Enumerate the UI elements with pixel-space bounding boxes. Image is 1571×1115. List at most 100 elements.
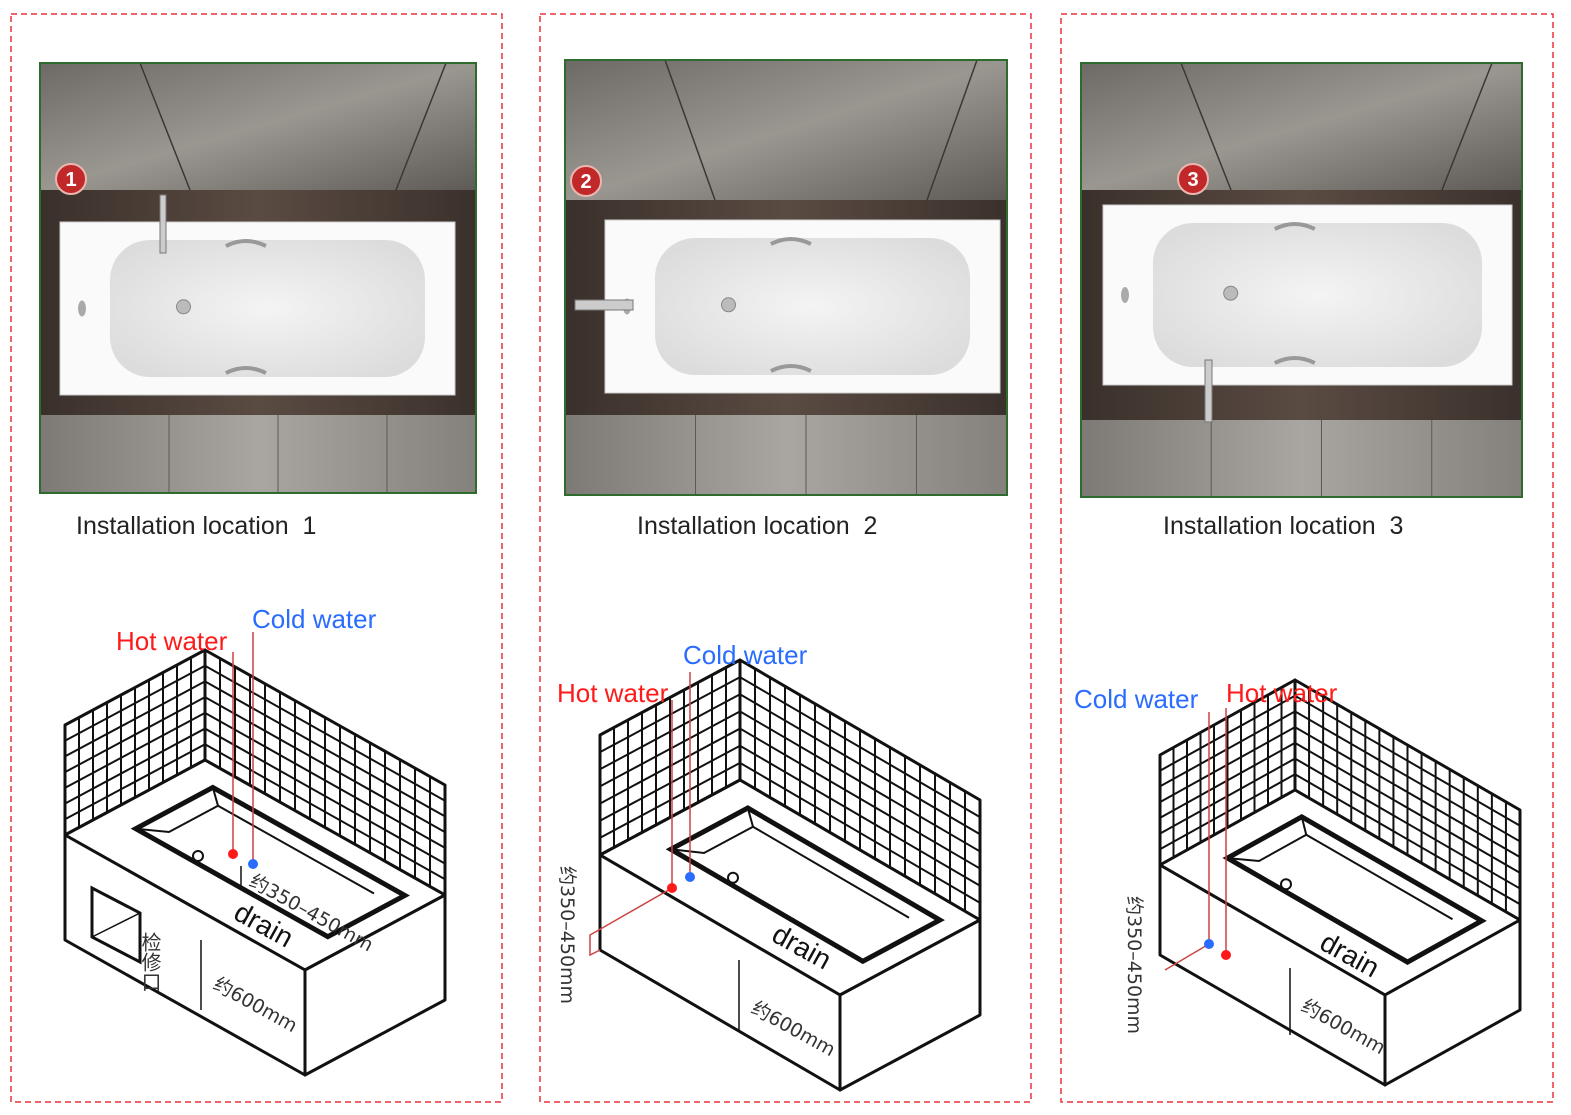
ceiling-tiles [40, 63, 476, 190]
drain-icon [727, 871, 739, 884]
wall-tile-line [599, 693, 981, 836]
hot-water-point [228, 849, 238, 859]
wall-tile-line [64, 696, 446, 834]
photo-frame [564, 59, 1008, 496]
tub-inner-edge [752, 825, 910, 919]
cold-water-point [685, 872, 695, 882]
ceiling-tiles [565, 60, 1007, 200]
cold-water-label-2: Cold water [683, 640, 808, 670]
handle [770, 237, 812, 246]
faucet [159, 194, 167, 254]
cold-water-point [1204, 939, 1214, 949]
tub-inner-edge [135, 787, 220, 834]
floor-tiles [565, 415, 1007, 495]
cold-water-point [248, 859, 258, 869]
ceiling-tiles [1081, 63, 1522, 190]
hot-water-point [1221, 950, 1231, 960]
wall-tile-line [599, 744, 981, 887]
location-badge-1: 1 [55, 163, 87, 195]
cold-water-label-3: Cold water [1074, 684, 1199, 714]
dimension-arrows-1 [200, 866, 242, 1010]
handle [225, 239, 267, 248]
tub-opening [665, 805, 945, 965]
wall-tile-line [599, 761, 981, 904]
panel-2-border [539, 13, 1032, 1103]
svg-text:3: 3 [1187, 169, 1198, 191]
location-badge-3: 3 [1177, 163, 1209, 195]
svg-text:2: 2 [580, 171, 591, 193]
wall-tile-line [64, 743, 446, 881]
bathtub-basin [655, 238, 970, 375]
location-badge-2: 2 [570, 165, 602, 197]
cold-water-label-1: Cold water [252, 604, 377, 634]
wall-tile-line [1159, 741, 1521, 874]
side-face [303, 893, 447, 1077]
bathtub-photo-2 [564, 59, 1008, 496]
caption-location-2: Installation location 2 [637, 512, 877, 540]
faucet [574, 299, 634, 311]
handle [1273, 222, 1316, 231]
tub-inner-edge [670, 807, 755, 855]
tile-seam [139, 62, 191, 191]
wall-tile-line [599, 675, 981, 819]
wall-tile-line [64, 680, 446, 818]
tile-seam [664, 59, 716, 201]
wall-tile-line [64, 664, 446, 802]
tile-seam [1180, 62, 1232, 191]
tub-opening [130, 784, 410, 940]
tub-diagram-2 [598, 658, 982, 1092]
overflow [78, 300, 86, 317]
tub-opening [1222, 813, 1487, 965]
bathtub-photo-3 [1080, 62, 1523, 498]
tub-inner-edge [1305, 833, 1454, 921]
floor-tiles [40, 415, 476, 493]
tub-inner-edge [217, 804, 375, 895]
faucet [1204, 359, 1213, 423]
height-label-2: 约350–450mm [556, 866, 578, 1004]
wall-tile-line [1159, 757, 1521, 890]
drain-icon [192, 850, 204, 862]
water-pipes-3 [1164, 708, 1231, 971]
drain-plug [1223, 285, 1239, 301]
side-face [1383, 918, 1522, 1087]
wall-tile-line [1159, 725, 1521, 859]
height-label-3: 约350–450mm [1123, 896, 1145, 1034]
svg-text:1: 1 [65, 169, 76, 191]
caption-location-1: Installation location 1 [76, 512, 316, 540]
hot-water-label-2: Hot water [557, 678, 669, 708]
water-pipes-1 [228, 632, 258, 869]
panel-3-border [1060, 13, 1554, 1103]
hot-water-label-1: Hot water [116, 626, 228, 656]
drain-icon [1280, 878, 1292, 891]
wall-tile-line [1159, 710, 1521, 843]
handle [1273, 356, 1316, 365]
photo-frame [1080, 62, 1523, 498]
handle [770, 364, 812, 373]
hot-water-label-3: Hot water [1226, 678, 1338, 708]
wall-tile-line [64, 711, 446, 849]
tub-inner-edge [1227, 816, 1308, 863]
overflow [1121, 287, 1129, 303]
access-panel [90, 885, 142, 965]
panel-1-border [10, 13, 503, 1103]
wall-tile-line [599, 710, 981, 853]
bathtub-photo-1 [39, 62, 477, 494]
tub-diagram-3 [1158, 678, 1522, 1087]
access-panel-label: 检修口 [138, 932, 162, 992]
water-pipes-2 [589, 672, 695, 957]
caption-location-3: Installation location 3 [1163, 512, 1403, 540]
hot-water-point [667, 883, 677, 893]
wall-tile-line [64, 727, 446, 865]
drain-plug [721, 297, 736, 313]
photo-frame [39, 62, 477, 494]
tile-seam [1441, 62, 1493, 191]
tile-seam [926, 59, 978, 201]
drain-plug [176, 299, 191, 315]
wall-tile-line [1159, 694, 1521, 827]
tile-seam [395, 62, 447, 191]
handle [225, 366, 267, 375]
bathtub-basin [110, 240, 425, 377]
wall-tile-line [1159, 773, 1521, 906]
wall-tile-line [599, 727, 981, 870]
